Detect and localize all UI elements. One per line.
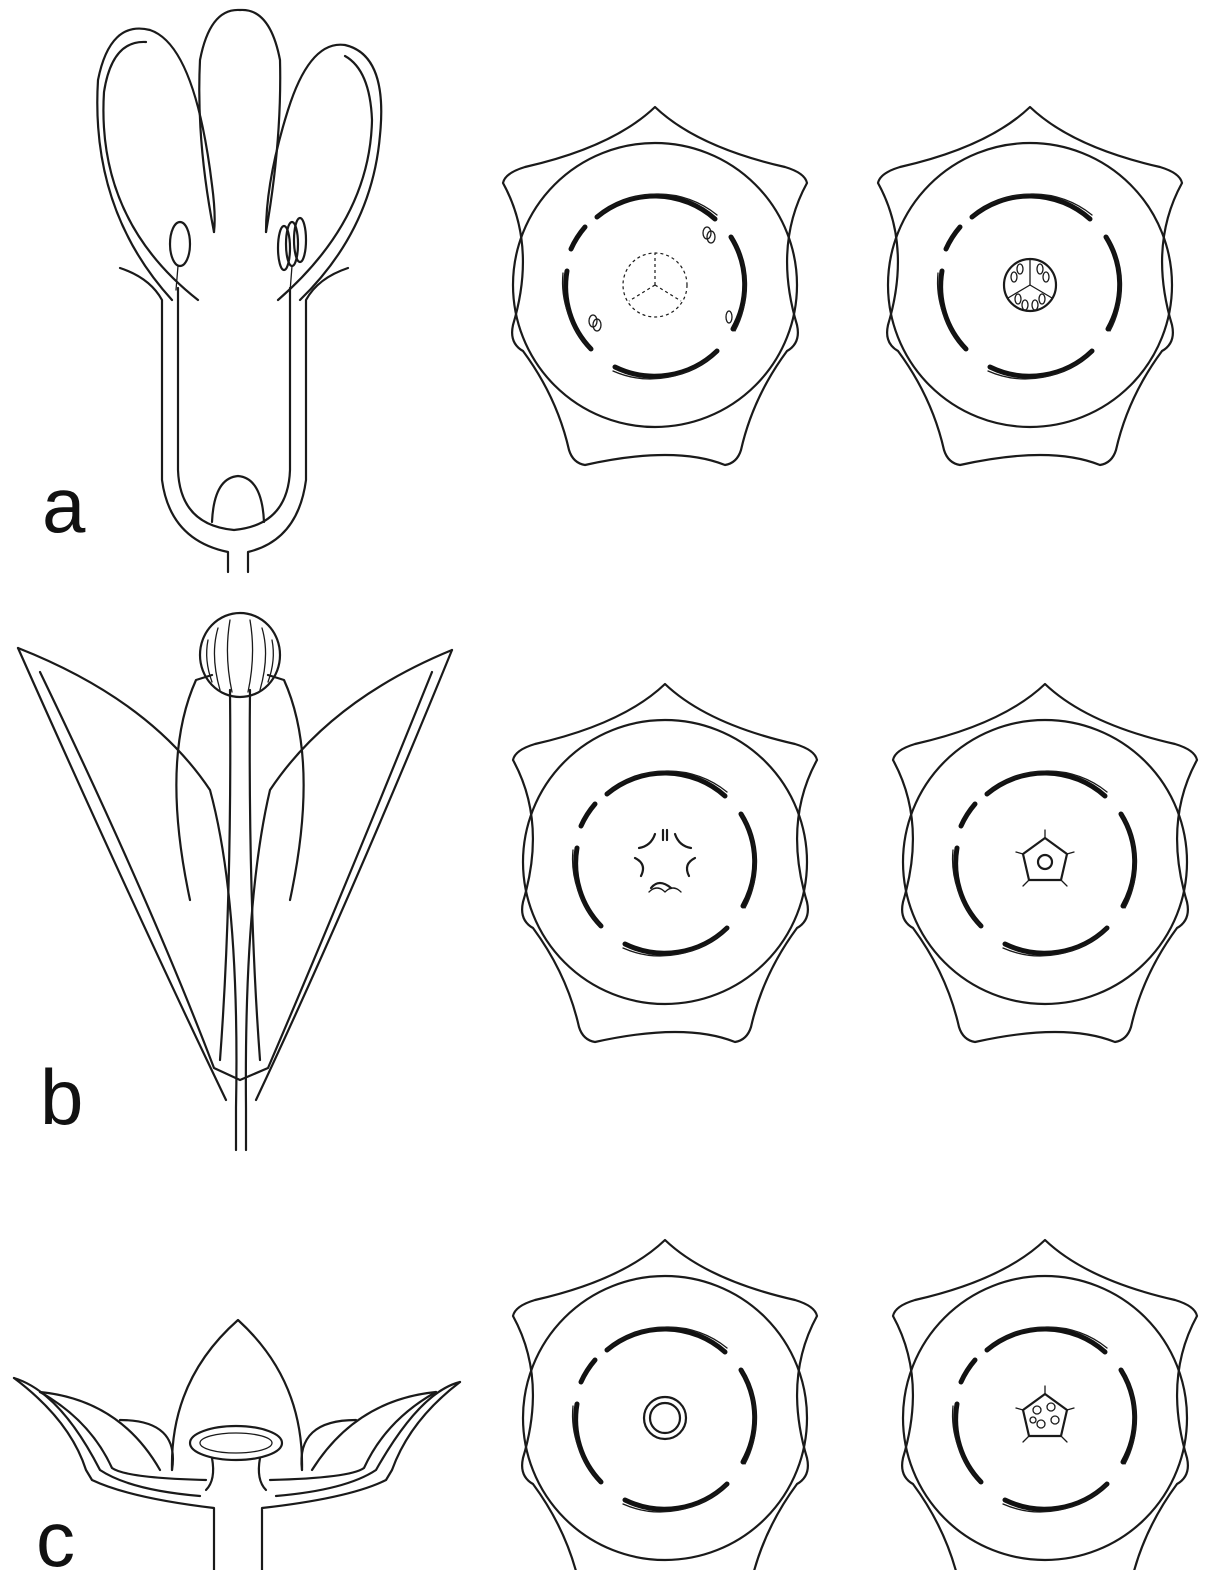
panel-label-a: a [42, 461, 86, 549]
panel-label-c: c [36, 1495, 75, 1570]
floral-diagram-b1 [513, 684, 817, 1042]
panel-label-b: b [40, 1053, 83, 1141]
floral-diagram-c1 [513, 1240, 817, 1570]
panel-b: b [18, 613, 1197, 1150]
floral-diagram-a1 [503, 107, 807, 465]
floral-diagram-b2 [893, 684, 1197, 1042]
flower-drawing-a [97, 10, 381, 572]
panel-a: a [42, 10, 1182, 572]
flower-drawing-c [14, 1320, 460, 1570]
panel-c: c [14, 1240, 1197, 1570]
floral-diagram-a2 [878, 107, 1182, 465]
floral-diagram-c2 [893, 1240, 1197, 1570]
